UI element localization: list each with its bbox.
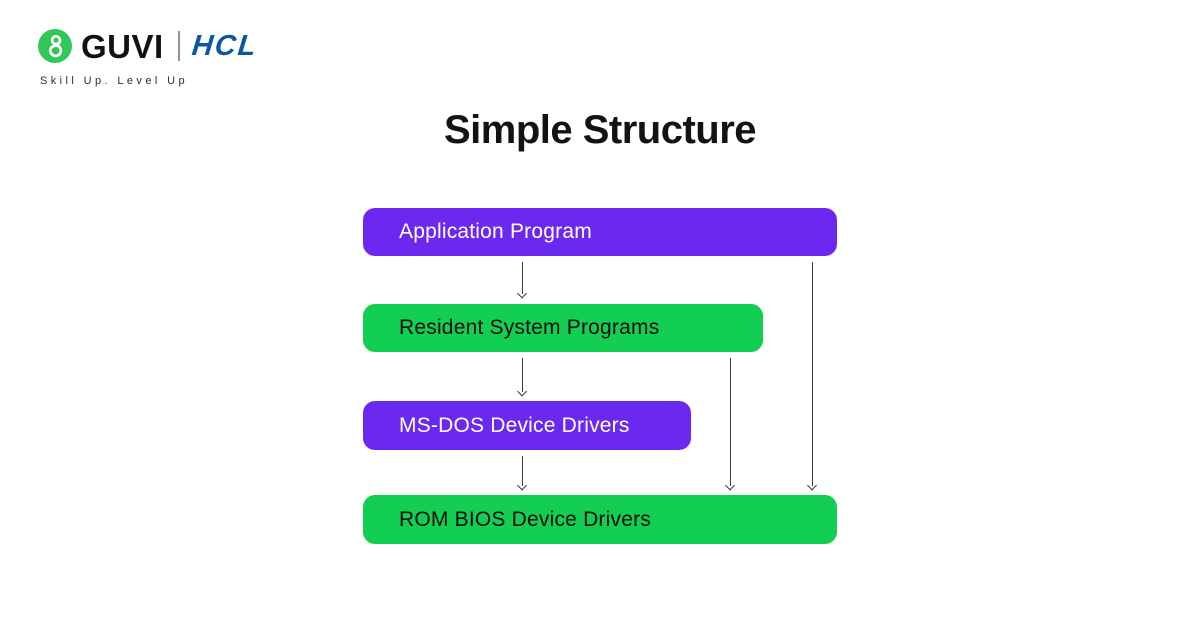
box-label: MS-DOS Device Drivers (399, 413, 630, 437)
brand-header: GUVI HCL Skill Up. Level Up (38, 26, 260, 87)
brand-logo-row: GUVI HCL (38, 26, 260, 66)
hcl-wordmark: HCL (190, 29, 260, 62)
box-resident-system-programs: Resident System Programs (363, 304, 763, 352)
arrow-resident-to-rombios (725, 358, 735, 491)
arrow-line (729, 358, 731, 486)
arrow-application-to-resident (517, 262, 527, 299)
arrow-head-icon (725, 480, 735, 491)
box-label: Resident System Programs (399, 316, 660, 339)
brand-divider (177, 31, 180, 61)
arrow-head-icon (517, 288, 527, 299)
arrow-line (521, 262, 523, 294)
arrow-head-icon (517, 386, 527, 397)
box-label: ROM BIOS Device Drivers (399, 507, 651, 531)
guvi-logo-icon (38, 29, 72, 63)
arrow-resident-to-msdos (517, 358, 527, 397)
box-ms-dos-device-drivers: MS-DOS Device Drivers (363, 401, 691, 450)
box-application-program: Application Program (363, 208, 837, 256)
box-rom-bios-device-drivers: ROM BIOS Device Drivers (363, 495, 837, 544)
page-title: Simple Structure (443, 108, 757, 152)
arrow-head-icon (517, 480, 527, 491)
arrow-line (521, 358, 523, 392)
arrow-line (811, 262, 813, 486)
guvi-wordmark: GUVI (81, 27, 164, 65)
arrow-line (521, 456, 523, 486)
arrow-msdos-to-rombios (517, 456, 527, 491)
arrow-head-icon (807, 480, 817, 491)
box-label: Application Program (399, 220, 592, 243)
brand-tagline: Skill Up. Level Up (40, 75, 189, 87)
arrow-application-to-rombios (807, 262, 817, 491)
